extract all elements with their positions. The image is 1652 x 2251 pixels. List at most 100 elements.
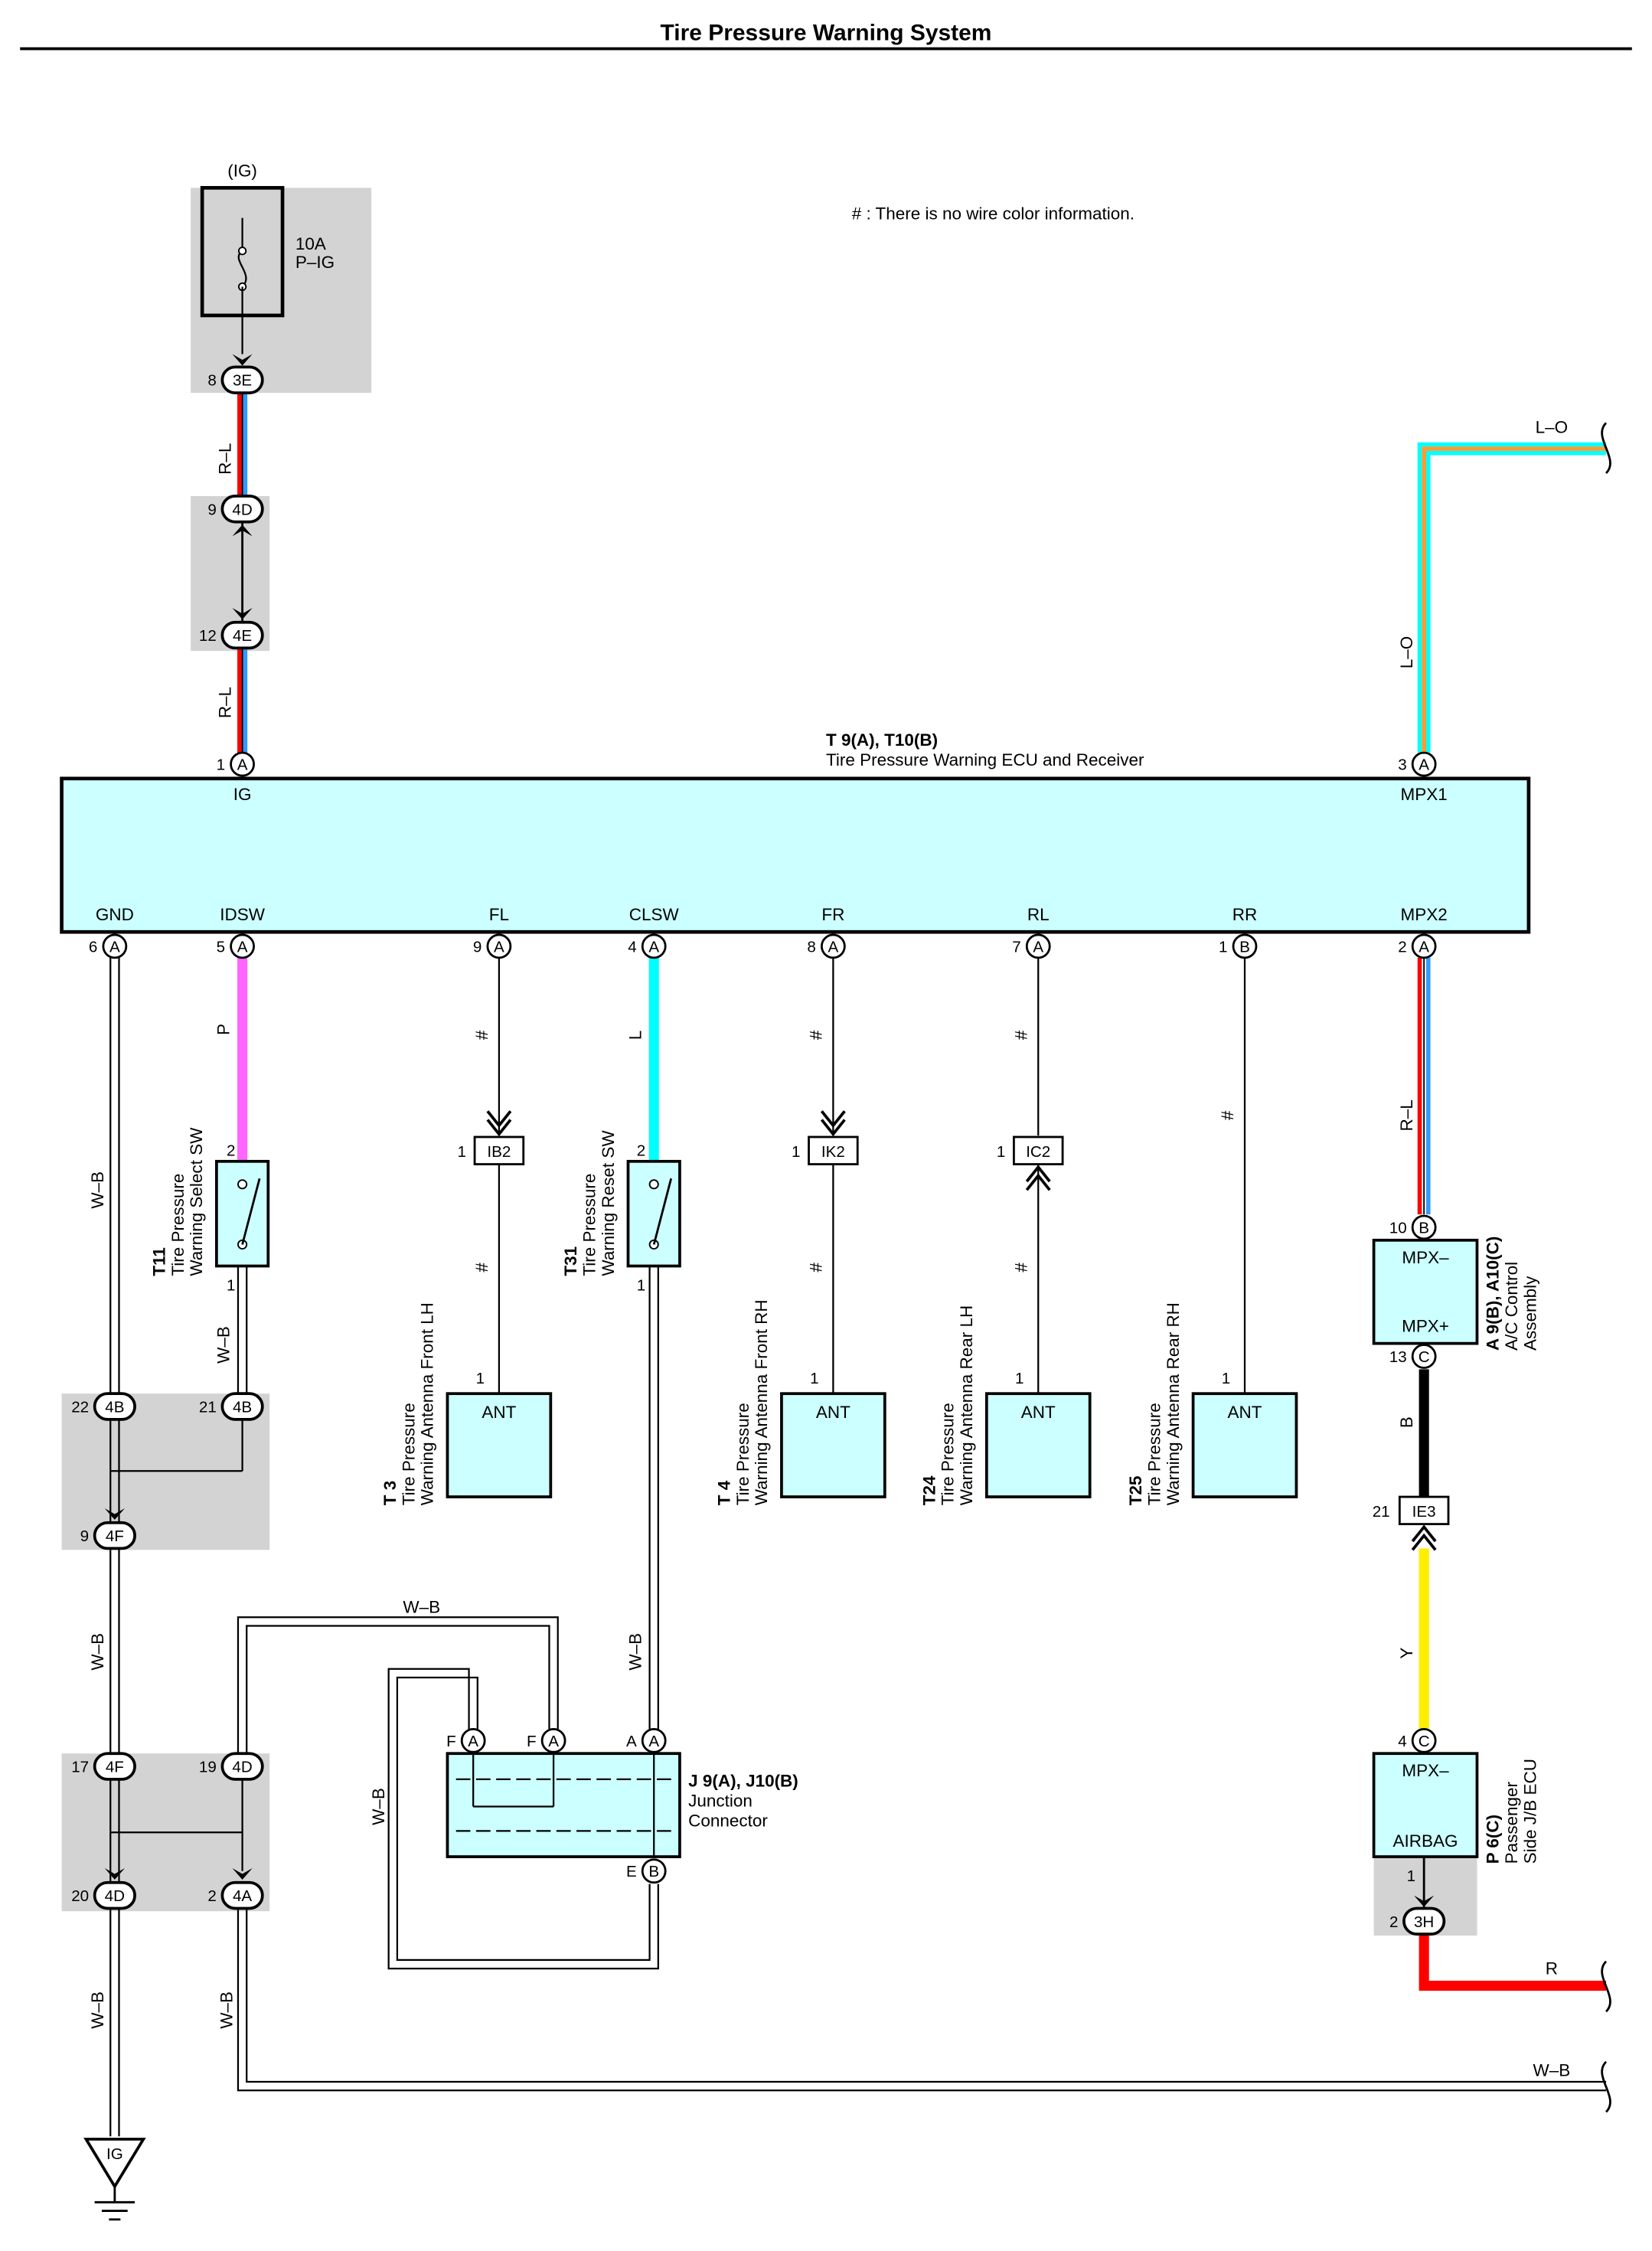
svg-text:Tire Pressure: Tire Pressure (1144, 1403, 1164, 1505)
svg-text:IC2: IC2 (1026, 1143, 1050, 1161)
svg-text:22: 22 (71, 1399, 89, 1416)
svg-text:4D: 4D (232, 1759, 252, 1776)
connector-ib2: IB2 1 (458, 1110, 525, 1165)
svg-text:W–B: W–B (88, 1171, 107, 1209)
switch-2-line1: Tire Pressure (580, 1174, 599, 1276)
svg-text:MPX–: MPX– (1402, 1761, 1449, 1780)
svg-text:Tire Pressure: Tire Pressure (939, 1403, 958, 1505)
svg-text:R–L: R–L (216, 687, 235, 718)
svg-text:W–B: W–B (88, 1633, 107, 1671)
switch-2-pin-bottom: 1 (637, 1276, 645, 1294)
ecu-top-pin-name-1: MPX1 (1401, 785, 1448, 804)
wire-r-l-mpx2 (1417, 957, 1431, 1215)
svg-text:IE3: IE3 (1412, 1503, 1436, 1521)
inline-connectors: IB2 1 IK2 1 IC2 1 IE3 21 (458, 1110, 1450, 1551)
svg-text:Connector: Connector (688, 1812, 768, 1831)
svg-text:1: 1 (1222, 1370, 1230, 1387)
svg-text:W–B: W–B (1533, 2061, 1571, 2080)
svg-text:20: 20 (71, 1887, 89, 1905)
junction-pin-2: AA (626, 1727, 667, 1753)
svg-text:L–O: L–O (1397, 636, 1416, 668)
switch-2-line2: Warning Reset SW (599, 1130, 618, 1276)
svg-text:T 3: T 3 (380, 1481, 400, 1505)
svg-text:#: # (806, 1030, 825, 1040)
svg-text:L: L (625, 1031, 645, 1040)
arrow-4d (232, 524, 253, 537)
wire-sw1-w-b (237, 1266, 248, 1394)
svg-text:Y: Y (1397, 1648, 1416, 1659)
svg-text:1: 1 (997, 1143, 1005, 1161)
note-text: # : There is no wire color information. (852, 204, 1135, 224)
svg-text:ANT: ANT (1021, 1403, 1056, 1422)
svg-text:#: # (472, 1263, 491, 1273)
switch-reset-sw: 2 1 T31 Tire Pressure Warning Reset SW (561, 1130, 681, 1294)
ground-symbol: IG (83, 2138, 146, 2221)
ac-control-assembly: MPX– MPX+ A 9(B), A10(C) A/C Control Ass… (1372, 1237, 1539, 1351)
svg-text:A: A (648, 938, 659, 956)
svg-text:19: 19 (199, 1759, 217, 1776)
connector-ik2: IK2 1 (792, 1110, 859, 1165)
svg-text:21: 21 (1373, 1503, 1390, 1521)
ecu-bottom-pin-7: A2 (1398, 933, 1437, 959)
wire-sw2-w-b (648, 1266, 659, 1730)
junction-connector-j9-j10: J 9(A), J10(B) Junction Connector (446, 1752, 798, 1858)
junction-4d: 4D9 (207, 495, 264, 524)
wire-loop-outer (237, 1616, 559, 1754)
svg-text:A: A (1419, 756, 1429, 774)
ecu-bottom-pin-5: A7 (1012, 933, 1051, 959)
switch-2-id: T31 (561, 1246, 580, 1276)
svg-text:A: A (468, 1733, 478, 1750)
ground-junction-2: 4F9 (80, 1521, 136, 1550)
svg-text:10: 10 (1389, 1219, 1407, 1237)
svg-text:J 9(A), J10(B): J 9(A), J10(B) (688, 1771, 798, 1790)
svg-text:A: A (1419, 938, 1429, 956)
svg-text:MPX+: MPX+ (1402, 1317, 1449, 1336)
svg-text:4F: 4F (106, 1527, 124, 1545)
switch-1-line1: Tire Pressure (168, 1174, 188, 1276)
ecu-bottom-pin-6: B1 (1219, 933, 1258, 959)
ecu-bottom-pins: A6GNDA5IDSWA9FLA4CLSWA8FRA7RLB1RRA2MPX2B… (89, 905, 1448, 1884)
svg-text:#: # (1011, 1030, 1030, 1040)
ecu-bottom-pin-name-5: RL (1027, 905, 1050, 924)
svg-text:3H: 3H (1414, 1913, 1434, 1931)
svg-text:8: 8 (207, 372, 216, 390)
svg-text:17: 17 (71, 1759, 89, 1776)
svg-text:1: 1 (810, 1370, 818, 1387)
ecu-id: T 9(A), T10(B) (826, 730, 938, 750)
svg-text:L–O: L–O (1536, 418, 1568, 437)
splice-4b (110, 1419, 243, 1472)
svg-text:9: 9 (207, 501, 216, 518)
svg-text:1: 1 (217, 756, 225, 774)
svg-text:6: 6 (89, 938, 97, 956)
svg-text:P: P (214, 1024, 233, 1035)
svg-text:1: 1 (792, 1143, 800, 1161)
fuse-rating: 10A (295, 234, 326, 253)
svg-text:A: A (237, 938, 248, 956)
svg-text:AIRBAG: AIRBAG (1393, 1831, 1458, 1851)
svg-text:T25: T25 (1126, 1476, 1145, 1506)
svg-text:T 4: T 4 (714, 1480, 733, 1505)
svg-text:IK2: IK2 (821, 1143, 845, 1161)
switch-1-line2: Warning Select SW (187, 1127, 206, 1276)
svg-text:B: B (1397, 1416, 1416, 1428)
shaded-areas (61, 188, 1477, 1936)
ecu-top-pin-1: A3 (1398, 751, 1437, 777)
svg-text:4D: 4D (105, 1887, 125, 1905)
ground-junction-6: 4A2 (207, 1880, 264, 1910)
svg-text:E: E (626, 1863, 637, 1880)
svg-text:R–L: R–L (1397, 1099, 1416, 1131)
svg-text:R–L: R–L (216, 443, 235, 475)
ac-control-pin-top: B10 (1389, 1214, 1437, 1240)
connector-ic2: IC2 1 (997, 1135, 1064, 1191)
svg-text:T24: T24 (919, 1475, 939, 1505)
switch-1-pin-bottom: 1 (227, 1276, 235, 1294)
svg-text:Tire Pressure: Tire Pressure (733, 1403, 753, 1505)
svg-text:Passenger: Passenger (1502, 1781, 1521, 1864)
svg-text:IB2: IB2 (487, 1143, 511, 1161)
ecu-bottom-pin-0: A6 (89, 933, 128, 959)
